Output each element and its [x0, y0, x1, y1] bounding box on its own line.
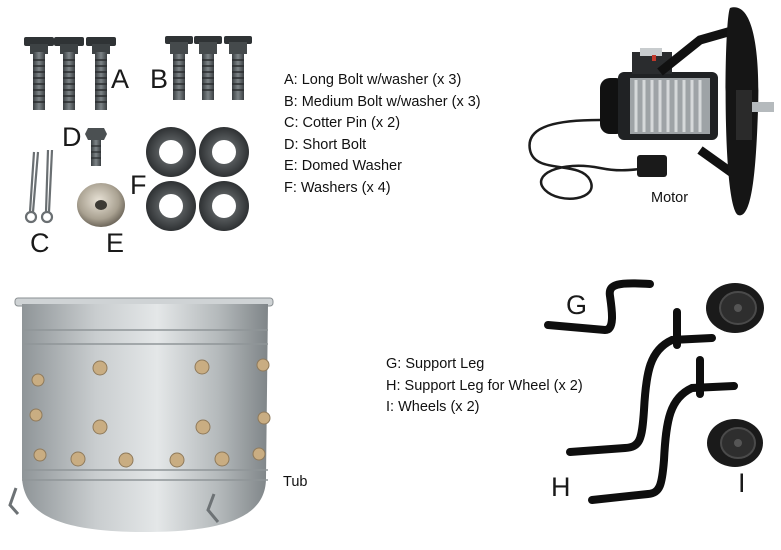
legend-item-g: G: Support Leg — [386, 356, 485, 372]
hardware-legend: A: Long Bolt w/washer (x 3) B: Medium Bo… — [284, 70, 481, 199]
support-leg-h-2 — [588, 356, 738, 504]
long-bolt-1 — [24, 37, 54, 110]
support-leg-h-1 — [566, 308, 716, 456]
medium-bolt-1 — [165, 36, 193, 100]
cotter-pins — [24, 149, 54, 224]
tub-illustration — [8, 297, 274, 532]
flat-washers — [146, 127, 249, 231]
label-d: D — [62, 122, 82, 152]
legend-item-a: A: Long Bolt w/washer (x 3) — [284, 72, 462, 88]
motor-illustration — [528, 7, 774, 216]
legend-item-i: I: Wheels (x 2) — [386, 399, 480, 415]
legend-item-d: D: Short Bolt — [284, 136, 367, 153]
legend-item-f: F: Washers (x 4) — [284, 179, 391, 196]
label-e: E — [106, 228, 125, 258]
legend-item-h: H: Support Leg for Wheel (x 2) — [386, 377, 583, 394]
label-b: B — [150, 64, 169, 94]
label-a: A — [111, 64, 130, 94]
legend-item-b: B: Medium Bolt w/washer (x 3) — [284, 93, 481, 110]
legs-legend: G: Support Leg H: Support Leg for Wheel … — [386, 354, 583, 419]
domed-washer — [77, 183, 125, 227]
short-bolt — [85, 128, 107, 166]
wheel-1 — [706, 283, 764, 333]
label-h: H — [551, 472, 571, 502]
label-i: I — [738, 468, 746, 498]
label-g: G — [566, 290, 588, 320]
medium-bolt-2 — [194, 36, 222, 100]
long-bolt-2 — [54, 37, 84, 110]
legend-item-e: E: Domed Washer — [284, 158, 402, 174]
medium-bolt-3 — [224, 36, 252, 100]
label-f: F — [130, 170, 147, 200]
tub-caption: Tub — [283, 474, 308, 490]
long-bolt-3 — [86, 37, 116, 110]
wheel-2 — [707, 419, 763, 467]
label-c: C — [30, 228, 50, 258]
support-leg-g — [544, 279, 654, 335]
motor-caption: Motor — [651, 190, 689, 206]
legend-item-c: C: Cotter Pin (x 2) — [284, 115, 401, 131]
